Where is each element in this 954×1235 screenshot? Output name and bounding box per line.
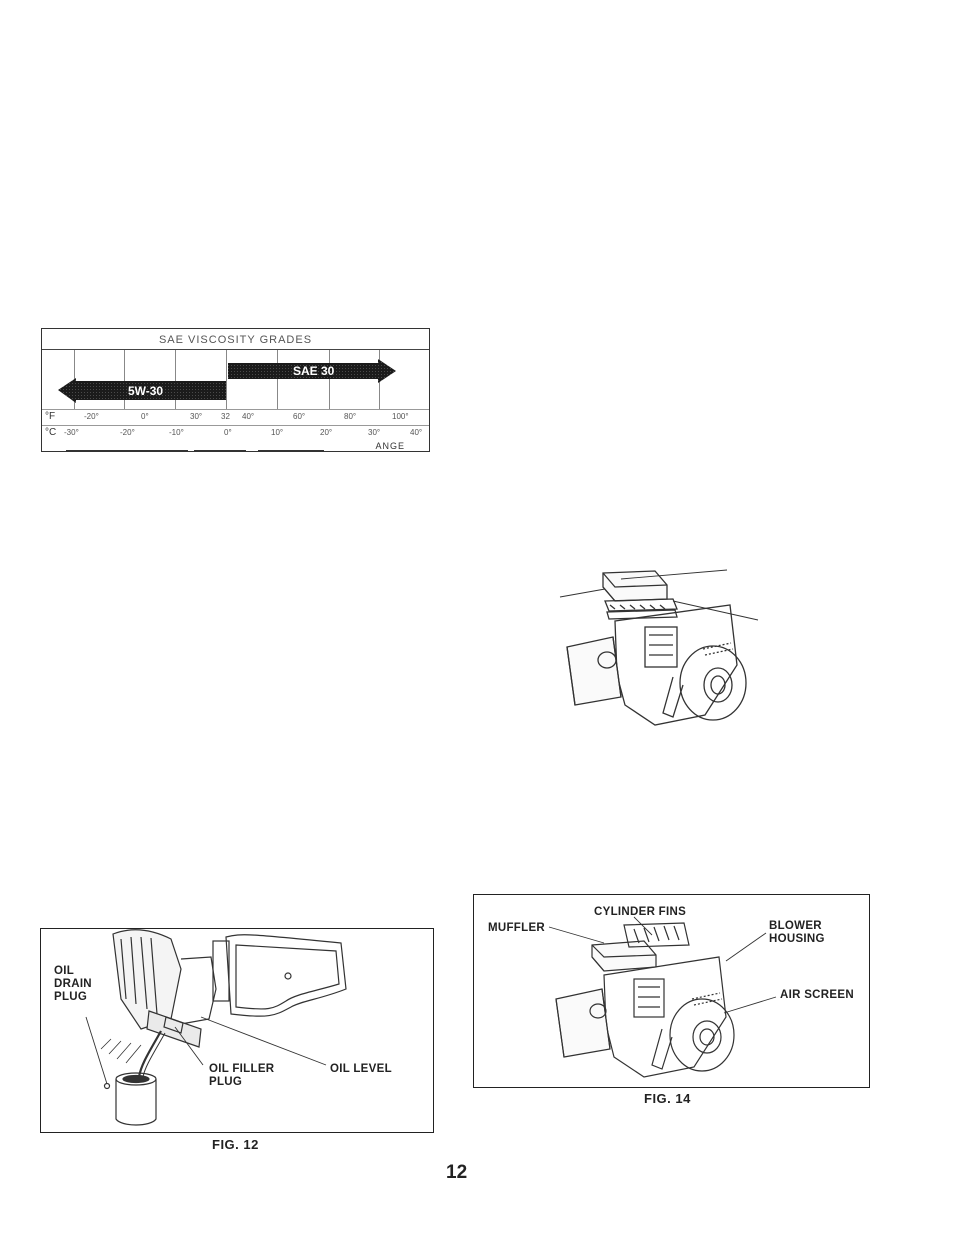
grade-high-label: SAE 30 [293,364,334,378]
viscosity-chart-title: SAE VISCOSITY GRADES [42,334,429,346]
f-tick: 100° [392,412,409,421]
c-tick: -30° [64,428,79,437]
f-tick: 60° [293,412,305,421]
muffler-label: MUFFLER [488,922,545,935]
row-divider [42,425,429,426]
oil-drain-illustration [41,929,433,1132]
f-tick: 80° [344,412,356,421]
fahrenheit-unit: °F [45,411,55,422]
f-tick: 32 [221,412,230,421]
f-tick: -20° [84,412,99,421]
f-tick: 0° [141,412,149,421]
f-tick: 40° [242,412,254,421]
c-tick: 20° [320,428,332,437]
c-tick: -10° [169,428,184,437]
blower-housing-label: BLOWER HOUSING [769,920,825,946]
celsius-unit: °C [45,427,56,438]
fig14-frame: MUFFLER CYLINDER FINS BLOWER HOUSING AIR… [473,894,870,1088]
oil-level-label: OIL LEVEL [330,1063,392,1076]
fig14-caption: FIG. 14 [644,1091,691,1106]
c-tick: 10° [271,428,283,437]
air-cleaner-illustration [555,565,760,730]
fig12-caption: FIG. 12 [212,1137,259,1152]
air-screen-label: AIR SCREEN [780,989,854,1002]
fig12-frame: OIL DRAIN PLUG OIL FILLER PLUG OIL LEVEL [40,928,434,1133]
c-tick: 40° [410,428,422,437]
c-tick: -20° [120,428,135,437]
sae-viscosity-chart: SAE VISCOSITY GRADES 5W-30 SAE 30 °F °C … [41,328,430,452]
range-bar [258,450,324,451]
viscosity-arrows [42,350,429,410]
c-tick: 30° [368,428,380,437]
range-bar [194,450,246,451]
cylinder-fins-label: CYLINDER FINS [594,906,686,919]
range-label: ANGE [375,441,405,451]
oil-drain-plug-label: OIL DRAIN PLUG [54,965,92,1004]
grade-low-label: 5W-30 [128,384,163,398]
range-bar [66,450,188,451]
c-tick: 0° [224,428,232,437]
oil-filler-plug-label: OIL FILLER PLUG [209,1063,274,1089]
f-tick: 30° [190,412,202,421]
row-divider [42,409,429,410]
page-number: 12 [446,1162,467,1184]
